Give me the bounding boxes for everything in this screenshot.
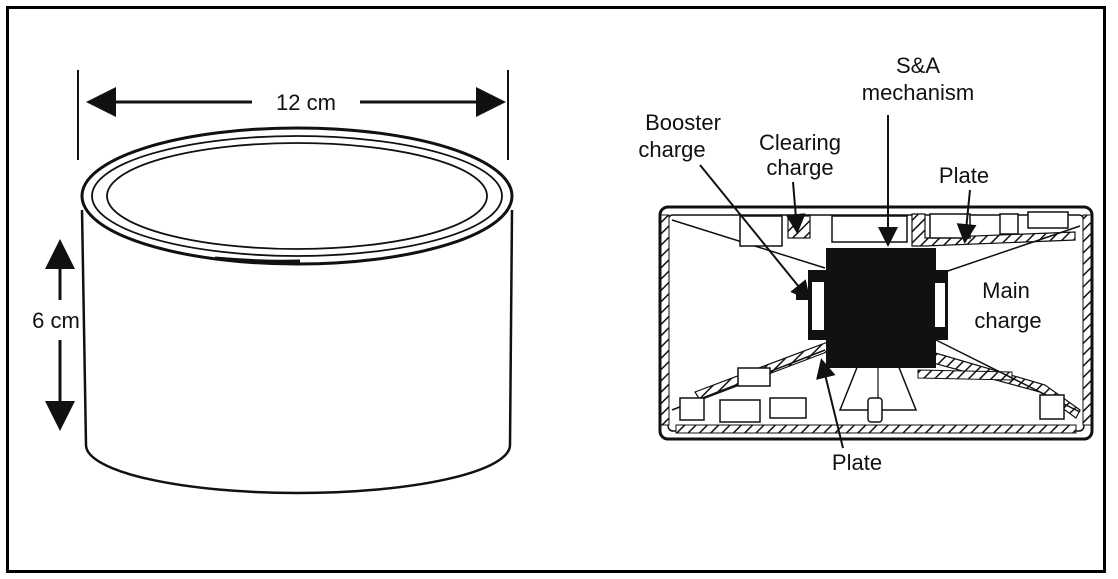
top-block-5 bbox=[1027, 211, 1069, 229]
sa-mechanism bbox=[826, 248, 936, 368]
cylinder-top-rim-outer bbox=[80, 126, 514, 266]
cylinder-figure: 12 cm 6 cm bbox=[32, 70, 514, 495]
leader-plate-bottom bbox=[816, 358, 844, 449]
height-label: 6 cm bbox=[32, 308, 80, 333]
label-main-line2: charge bbox=[974, 308, 1041, 333]
label-booster-line1: Booster bbox=[645, 110, 721, 135]
clearing-charge-block bbox=[787, 215, 811, 239]
leader-clearing bbox=[785, 181, 806, 234]
cross-section-figure: S&A mechanism Booster charge Clearing ch… bbox=[638, 53, 1094, 475]
bottom-piece-5 bbox=[1039, 394, 1065, 420]
label-clearing-line1: Clearing bbox=[759, 130, 841, 155]
cone-line-top-right bbox=[935, 225, 1081, 276]
right-wall bbox=[1082, 214, 1092, 426]
top-block-3 bbox=[929, 213, 971, 239]
label-clearing-line2: charge bbox=[766, 155, 833, 180]
cylinder-body bbox=[80, 209, 514, 495]
cylinder-top-rim-middle bbox=[91, 135, 503, 257]
label-plate-top: Plate bbox=[939, 163, 989, 188]
label-main-line1: Main bbox=[982, 278, 1030, 303]
leader-plate-top bbox=[956, 189, 977, 244]
bottom-base bbox=[675, 424, 1077, 434]
bottom-piece-4 bbox=[769, 397, 807, 419]
firing-pin bbox=[867, 397, 883, 423]
bottom-piece-2 bbox=[719, 399, 761, 423]
label-sa-line1: S&A bbox=[896, 53, 940, 78]
cylinder-rim-seam bbox=[214, 256, 301, 263]
bottom-piece-3 bbox=[737, 367, 771, 387]
lower-plate-strip bbox=[917, 369, 1013, 381]
top-block-2 bbox=[831, 215, 908, 243]
sa-right-block-inner bbox=[935, 283, 945, 327]
left-wall bbox=[660, 214, 670, 426]
label-sa-line2: mechanism bbox=[862, 80, 974, 105]
label-plate-bottom: Plate bbox=[832, 450, 882, 475]
bottom-piece-1 bbox=[679, 397, 705, 421]
top-block-4 bbox=[999, 213, 1019, 235]
label-booster-line2: charge bbox=[638, 137, 705, 162]
width-label: 12 cm bbox=[276, 90, 336, 115]
cylinder-top-rim-inner bbox=[106, 142, 488, 250]
booster-block-inner bbox=[812, 282, 824, 330]
leader-booster bbox=[699, 164, 811, 302]
